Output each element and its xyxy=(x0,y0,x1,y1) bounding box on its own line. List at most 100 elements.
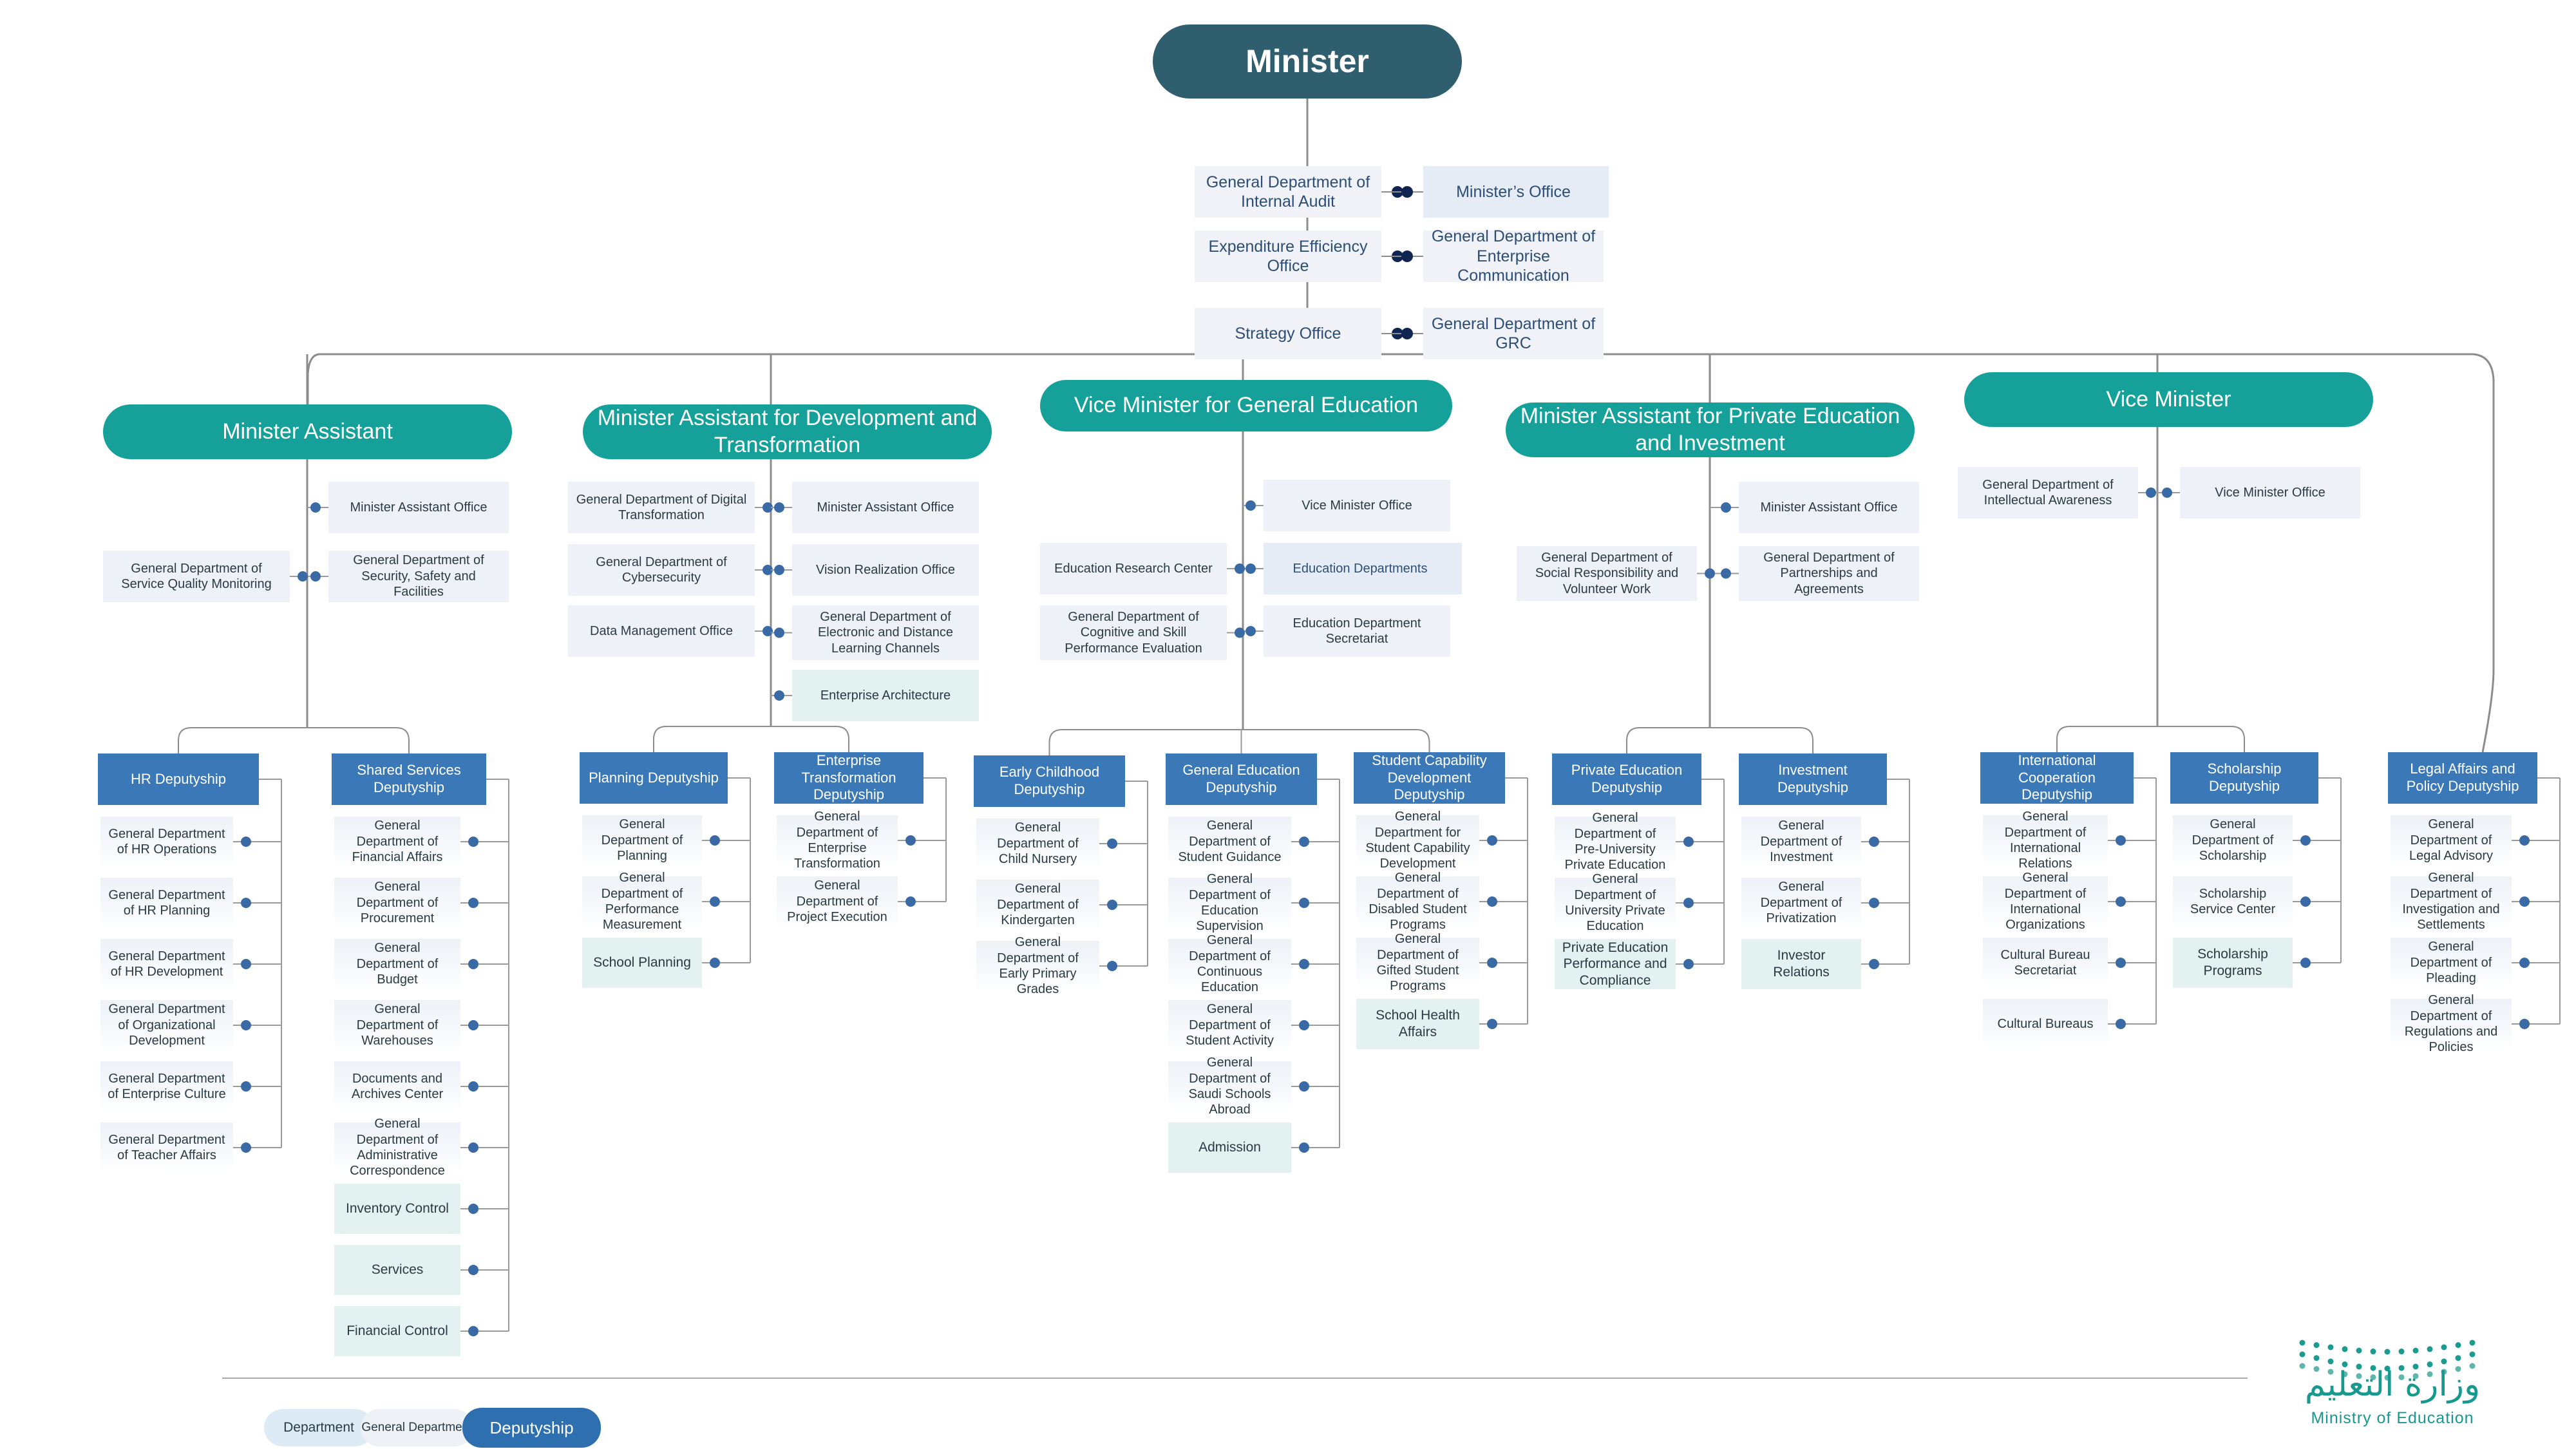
logo-dot xyxy=(2342,1361,2348,1368)
connector-dot xyxy=(905,896,916,907)
connector-dot xyxy=(241,898,251,908)
logo-dot xyxy=(2427,1371,2433,1378)
office-box: Education Research Center xyxy=(1040,543,1227,594)
logo-dot xyxy=(2384,1374,2391,1381)
logo-dot xyxy=(2441,1368,2447,1375)
department-box: Scholarship Programs xyxy=(2173,938,2293,988)
assistant-header: Vice Minister xyxy=(1964,372,2373,427)
department-box: General Department of Disabled Student P… xyxy=(1356,871,1479,932)
connector-dot xyxy=(1107,900,1117,910)
connector-dot xyxy=(1299,1020,1309,1030)
assistant-header: Minister Assistant for Private Education… xyxy=(1506,402,1915,457)
deputyship-header: Private Education Deputyship xyxy=(1552,753,1701,805)
logo-dot xyxy=(2342,1346,2348,1352)
department-box: Cultural Bureau Secretariat xyxy=(1983,938,2108,988)
connector xyxy=(307,353,319,404)
office-box: Enterprise Architecture xyxy=(792,670,979,721)
connector-dot xyxy=(762,502,773,513)
department-box: General Department of Project Execution xyxy=(777,876,898,927)
department-box: General Department of HR Planning xyxy=(100,878,233,928)
department-box: General Department of HR Operations xyxy=(100,817,233,867)
logo-dot xyxy=(2384,1365,2391,1372)
legend-department: Department xyxy=(264,1409,374,1446)
office-box: Minister Assistant Office xyxy=(328,482,509,533)
logo-dot xyxy=(2398,1349,2405,1355)
department-box: General Department of Student Activity xyxy=(1168,1000,1291,1050)
connector-dot xyxy=(1245,626,1256,636)
department-box: General Department of Student Guidance xyxy=(1168,817,1291,867)
department-box: General Department for Student Capabilit… xyxy=(1356,810,1479,871)
department-box: School Health Affairs xyxy=(1356,999,1479,1049)
connector-dot xyxy=(2519,1019,2530,1029)
connector-dot xyxy=(762,565,773,575)
department-box: General Department of International Orga… xyxy=(1983,871,2108,932)
department-box: General Department of Scholarship xyxy=(2173,815,2293,866)
deputyship-header: Scholarship Deputyship xyxy=(2170,752,2318,804)
assistant-header: Minister Assistant xyxy=(103,404,512,459)
office-box: General Department of Social Responsibil… xyxy=(1517,546,1697,601)
logo-dot xyxy=(2356,1347,2362,1354)
department-box: General Department of International Rela… xyxy=(1983,810,2108,871)
logo-dot xyxy=(2327,1344,2334,1350)
logo-dot xyxy=(2370,1365,2376,1371)
connector-dot xyxy=(1107,961,1117,971)
logo-dot xyxy=(2342,1371,2348,1378)
connector-dot xyxy=(1401,251,1413,262)
department-box: General Department of Legal Advisory xyxy=(2391,815,2512,866)
connector-dot xyxy=(774,565,784,575)
assistant-header: Vice Minister for General Education xyxy=(1040,380,1452,431)
logo-dot xyxy=(2412,1373,2419,1379)
connector-dot xyxy=(468,1204,478,1214)
connector-dot xyxy=(468,1265,478,1275)
connector-dot xyxy=(774,627,784,638)
connector-dot xyxy=(2519,958,2530,968)
connector-dot xyxy=(2300,958,2311,968)
department-box: General Department of Organizational Dev… xyxy=(100,1000,233,1050)
connector-dot xyxy=(468,1142,478,1153)
connector-dot xyxy=(1235,627,1245,638)
department-box: General Department of Enterprise Culture xyxy=(100,1061,233,1112)
department-box: Private Education Performance and Compli… xyxy=(1555,939,1676,989)
office-box: Vice Minister Office xyxy=(1264,480,1450,531)
department-box: General Department of Continuous Educati… xyxy=(1168,933,1291,994)
deputyship-header: General Education Deputyship xyxy=(1166,753,1317,805)
office-box: Education Department Secretariat xyxy=(1264,605,1450,657)
connector-dot xyxy=(2519,896,2530,907)
department-box: General Department of Saudi Schools Abro… xyxy=(1168,1056,1291,1117)
logo-dot xyxy=(2299,1363,2306,1369)
office-box: Minister Assistant Office xyxy=(792,482,979,533)
logo-dot xyxy=(2469,1340,2476,1346)
deputyship-header: Early Childhood Deputyship xyxy=(974,755,1125,807)
office-box: General Department of Cybersecurity xyxy=(568,544,755,596)
connector-dot xyxy=(310,571,321,582)
department-box: General Department of Performance Measur… xyxy=(582,871,702,932)
logo-dot xyxy=(2427,1346,2433,1352)
department-box: Inventory Control xyxy=(334,1184,460,1234)
connector-dot xyxy=(1401,186,1413,198)
logo-dot xyxy=(2412,1363,2419,1370)
deputyship-header: Student Capability Development Deputyshi… xyxy=(1354,752,1505,804)
connector-dot xyxy=(1401,328,1413,339)
department-box: General Department of Early Primary Grad… xyxy=(976,935,1099,996)
connector-dot xyxy=(1869,898,1879,908)
connector-dot xyxy=(1299,837,1309,847)
department-box: Investor Relations xyxy=(1741,939,1861,989)
connector-dot xyxy=(241,1020,251,1030)
department-box: General Department of Planning xyxy=(582,815,702,866)
minister-unit: General Department of Enterprise Communi… xyxy=(1423,227,1604,285)
ministry-logo-english: Ministry of Education xyxy=(2311,1409,2474,1427)
connector-dot xyxy=(1299,1081,1309,1092)
connector-dot xyxy=(1235,564,1245,574)
department-box: General Department of Enterprise Transfo… xyxy=(777,810,898,871)
connector-dot xyxy=(1721,568,1731,579)
minister-unit: General Department of GRC xyxy=(1423,308,1604,359)
connector-dot xyxy=(710,958,720,968)
connector-dot xyxy=(1487,835,1497,846)
connector-dot xyxy=(1107,838,1117,849)
logo-dot xyxy=(2441,1358,2447,1365)
connector xyxy=(2056,726,2245,752)
connector-dot xyxy=(1487,1019,1497,1029)
legend-deputyship: Deputyship xyxy=(462,1408,601,1448)
connector-dot xyxy=(310,502,321,513)
